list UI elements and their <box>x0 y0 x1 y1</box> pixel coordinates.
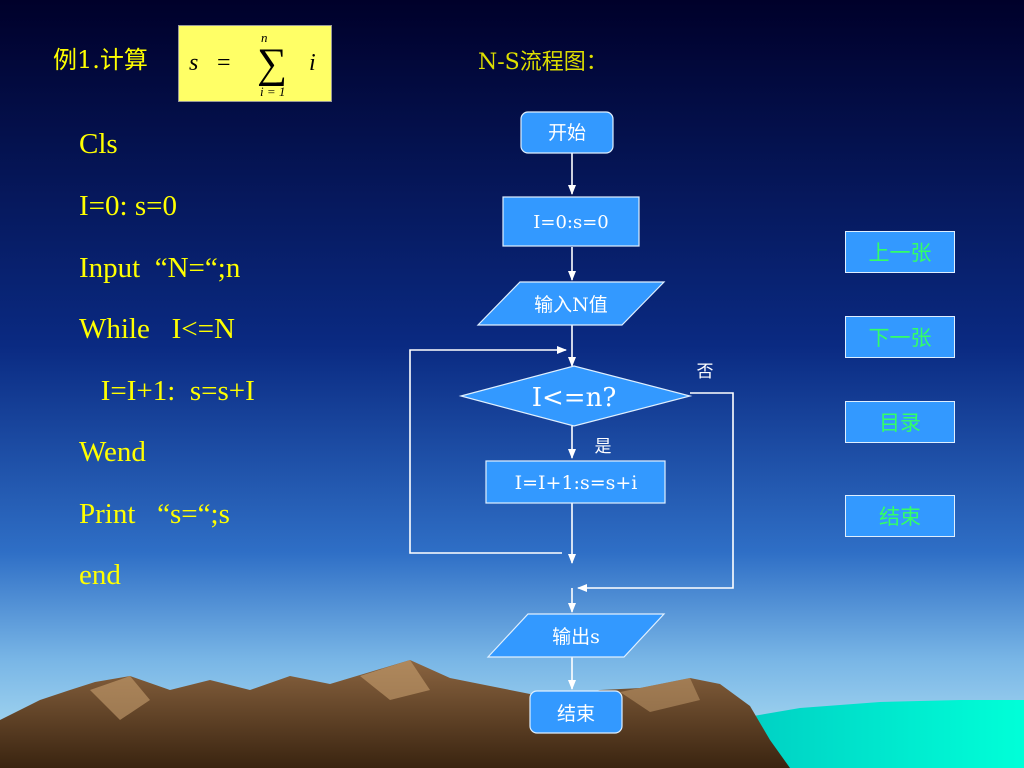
formula-sigma: ∑ <box>257 41 287 87</box>
no-branch-line <box>577 392 734 592</box>
input-label: 输入N值 <box>534 294 608 316</box>
end-node <box>529 690 623 734</box>
condition-node <box>458 365 693 427</box>
body-label: I=I+1:s=s+i <box>515 472 638 494</box>
exit-button[interactable]: 结束 <box>845 495 955 537</box>
code-line: I=0: s=0 <box>79 190 177 222</box>
output-label: 输出s <box>552 626 600 648</box>
end-label: 结束 <box>557 703 595 725</box>
code-line: Print “s=“;s <box>79 498 230 530</box>
code-line: While I<=N <box>79 313 235 345</box>
code-line: Wend <box>79 436 146 468</box>
formula-lower-limit: i = 1 <box>260 84 286 99</box>
mountains <box>0 660 790 768</box>
body-node <box>485 460 666 504</box>
output-node <box>486 613 666 658</box>
code-line: Input “N=“;n <box>79 252 241 284</box>
yes-label: 是 <box>595 437 612 457</box>
toc-button[interactable]: 目录 <box>845 401 955 443</box>
start-node <box>520 111 614 154</box>
init-node <box>502 196 640 247</box>
formula-box: s = ∑ n i = 1 i <box>178 25 332 102</box>
init-label: I=0:s=0 <box>533 212 608 233</box>
prev-slide-button[interactable]: 上一张 <box>845 231 955 273</box>
loop-back-line <box>409 346 567 554</box>
formula-upper-limit: n <box>261 30 268 45</box>
input-node <box>476 281 666 326</box>
next-slide-button[interactable]: 下一张 <box>845 316 955 358</box>
code-line: end <box>79 559 121 591</box>
start-label: 开始 <box>548 122 586 144</box>
formula-term: i <box>309 50 316 76</box>
sea <box>700 700 1024 768</box>
flowchart-title: N-S流程图： <box>478 50 608 75</box>
code-line: Cls <box>79 128 118 160</box>
formula-lhs: s <box>189 50 199 76</box>
example-title: 例1.计算 <box>53 46 148 74</box>
no-label: 否 <box>697 362 714 382</box>
condition-label: I<=n? <box>532 383 617 413</box>
code-line: I=I+1: s=s+I <box>79 375 255 407</box>
formula-equals: = <box>217 50 231 76</box>
